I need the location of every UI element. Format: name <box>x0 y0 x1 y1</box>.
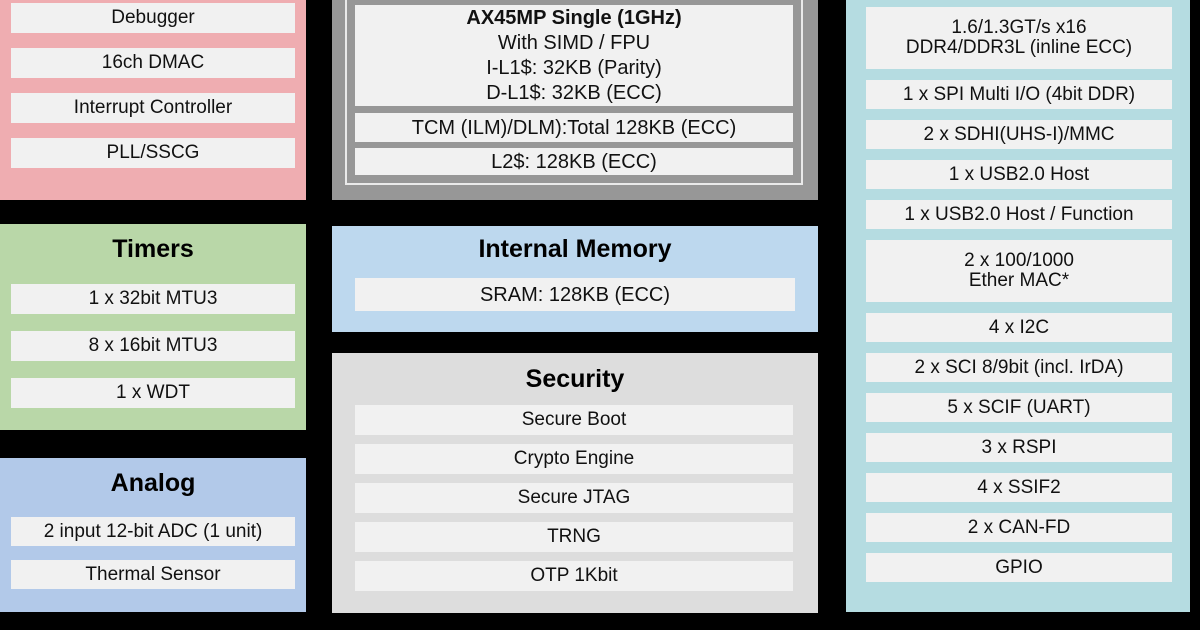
block-item: 1 x 32bit MTU3 <box>11 284 295 314</box>
cpu-tcm-box: TCM (ILM)/DLM):Total 128KB (ECC) <box>355 113 793 142</box>
analog-items: 2 input 12-bit ADC (1 unit) Thermal Senso… <box>0 517 306 589</box>
block-item: 1 x SPI Multi I/O (4bit DDR) <box>866 80 1172 109</box>
peripherals-block: 1.6/1.3GT/s x16 DDR4/DDR3L (inline ECC) 1… <box>846 0 1190 612</box>
analog-block: Analog 2 input 12-bit ADC (1 unit) Therma… <box>0 458 306 612</box>
block-item: 1 x WDT <box>11 378 295 408</box>
timers-block: Timers 1 x 32bit MTU3 8 x 16bit MTU3 1 x W… <box>0 224 306 430</box>
block-item: Interrupt Controller <box>11 93 295 123</box>
block-item: 4 x I2C <box>866 313 1172 342</box>
block-item: 8 x 16bit MTU3 <box>11 331 295 361</box>
cpu-items: AX45MP Single (1GHz) With SIMD / FPU I-L… <box>355 0 793 175</box>
block-item: 1 x USB2.0 Host <box>866 160 1172 189</box>
block-item: Debugger <box>11 3 295 33</box>
analog-title: Analog <box>110 469 196 497</box>
block-item: 2 x SCI 8/9bit (incl. IrDA) <box>866 353 1172 382</box>
timers-items: 1 x 32bit MTU3 8 x 16bit MTU3 1 x WDT <box>0 284 306 408</box>
block-item: TRNG <box>355 522 793 552</box>
security-title: Security <box>525 365 625 393</box>
block-item: GPIO <box>866 553 1172 582</box>
block-item: 2 x SDHI(UHS-I)/MMC <box>866 120 1172 149</box>
block-item: 2 x CAN-FD <box>866 513 1172 542</box>
internal-memory-title: Internal Memory <box>478 235 672 263</box>
internal-memory-items: SRAM: 128KB (ECC) <box>332 278 818 311</box>
block-item: 16ch DMAC <box>11 48 295 78</box>
block-item: Thermal Sensor <box>11 560 295 589</box>
block-item: Secure Boot <box>355 405 793 435</box>
block-item: 3 x RSPI <box>866 433 1172 462</box>
cpu-core-box: AX45MP Single (1GHz) With SIMD / FPU I-L… <box>355 5 793 106</box>
block-item: Crypto Engine <box>355 444 793 474</box>
cpu-core-details: With SIMD / FPU I-L1$: 32KB (Parity) D-L… <box>486 31 662 104</box>
cpu-core-name: AX45MP Single (1GHz) <box>466 6 682 29</box>
internal-memory-block: Internal Memory SRAM: 128KB (ECC) <box>332 226 818 332</box>
block-item: SRAM: 128KB (ECC) <box>355 278 795 311</box>
block-item: PLL/SSCG <box>11 138 295 168</box>
block-item: Secure JTAG <box>355 483 793 513</box>
block-item: 2 x 100/1000 Ether MAC* <box>866 240 1172 302</box>
peripherals-items: 1.6/1.3GT/s x16 DDR4/DDR3L (inline ECC) 1… <box>846 0 1190 582</box>
block-item: 5 x SCIF (UART) <box>866 393 1172 422</box>
cpu-l2-box: L2$: 128KB (ECC) <box>355 148 793 175</box>
timers-title: Timers <box>112 235 194 263</box>
cpu-block: AX45MP Single (1GHz) With SIMD / FPU I-L… <box>332 0 818 200</box>
block-item: 1.6/1.3GT/s x16 DDR4/DDR3L (inline ECC) <box>866 7 1172 69</box>
block-item: 1 x USB2.0 Host / Function <box>866 200 1172 229</box>
block-item: 2 input 12-bit ADC (1 unit) <box>11 517 295 546</box>
cpu-inner-frame <box>345 0 803 185</box>
block-item: OTP 1Kbit <box>355 561 793 591</box>
block-item: 4 x SSIF2 <box>866 473 1172 502</box>
